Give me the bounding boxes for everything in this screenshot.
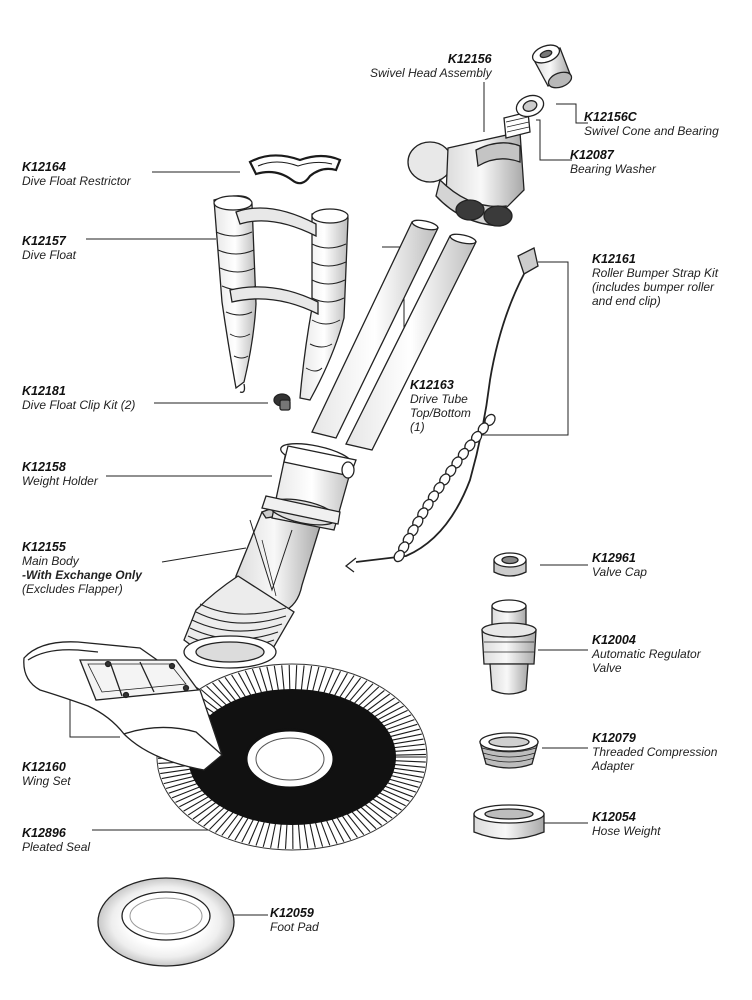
part-code: K12161	[592, 252, 636, 266]
part-description: Bearing Washer	[570, 162, 656, 176]
wing-set-drawing	[23, 641, 223, 771]
part-description: Roller Bumper Strap Kit	[592, 266, 719, 280]
part-code: K12079	[592, 731, 636, 745]
roller-bumper-drawing	[344, 247, 539, 573]
part-description: Hose Weight	[592, 824, 661, 838]
part-description: Threaded Compression	[592, 745, 718, 759]
part-code: K12163	[410, 378, 454, 392]
part-code: K12156	[447, 52, 492, 66]
drive-tube-drawing	[311, 219, 477, 451]
regulator-valve-drawing	[481, 599, 537, 695]
leader-lines	[69, 82, 588, 916]
part-description: Adapter	[592, 759, 635, 773]
part-code: K12004	[592, 633, 636, 647]
swivel-cone-drawing	[531, 44, 573, 89]
part-code: K12164	[22, 160, 66, 174]
part-description: (Excludes Flapper)	[22, 582, 123, 596]
part-description: Main Body	[22, 554, 79, 568]
swivel-head-drawing	[407, 111, 531, 227]
part-description: Drive Tube	[410, 392, 468, 406]
part-description: Swivel Cone and Bearing	[584, 124, 719, 138]
part-code: K12087	[570, 148, 614, 162]
valve-cap-drawing	[493, 552, 527, 577]
part-code: K12961	[592, 551, 636, 565]
foot-pad-drawing	[97, 877, 235, 967]
part-code: K12156C	[584, 110, 637, 124]
part-description: Dive Float Restrictor	[22, 174, 131, 188]
part-description: Foot Pad	[270, 920, 319, 934]
part-description: Wing Set	[22, 774, 71, 788]
dive-float-clip-drawing	[273, 393, 291, 411]
part-description: Valve	[592, 661, 622, 675]
part-code: K12155	[22, 540, 66, 554]
part-code: K12158	[22, 460, 66, 474]
part-description: Weight Holder	[22, 474, 98, 488]
part-description: Valve Cap	[592, 565, 647, 579]
part-code: K12054	[592, 810, 636, 824]
part-code: K12181	[22, 384, 66, 398]
part-code: K12896	[22, 826, 66, 840]
dive-float-drawing	[213, 195, 349, 401]
pleated-seal-drawing	[156, 663, 428, 851]
part-description: Top/Bottom	[410, 406, 471, 420]
part-description: Pleated Seal	[22, 840, 91, 854]
part-description: and end clip)	[592, 294, 661, 308]
part-description: Dive Float Clip Kit (2)	[22, 398, 136, 412]
part-code: K12059	[270, 906, 314, 920]
part-description: Dive Float	[22, 248, 77, 262]
dive-float-restrictor-drawing	[248, 154, 342, 185]
part-description: (1)	[410, 420, 425, 434]
part-description: Automatic Regulator	[592, 647, 701, 661]
main-body-drawing	[183, 506, 331, 669]
part-description: Swivel Head Assembly	[370, 66, 492, 80]
part-description: (includes bumper roller	[592, 280, 715, 294]
weight-holder-drawing	[261, 443, 357, 531]
compression-adapter-drawing	[479, 732, 539, 769]
part-code: K12157	[22, 234, 66, 248]
part-description: -With Exchange Only	[22, 568, 142, 582]
part-code: K12160	[22, 760, 66, 774]
bearing-washer-drawing	[515, 94, 545, 118]
hose-weight-drawing	[473, 804, 545, 840]
